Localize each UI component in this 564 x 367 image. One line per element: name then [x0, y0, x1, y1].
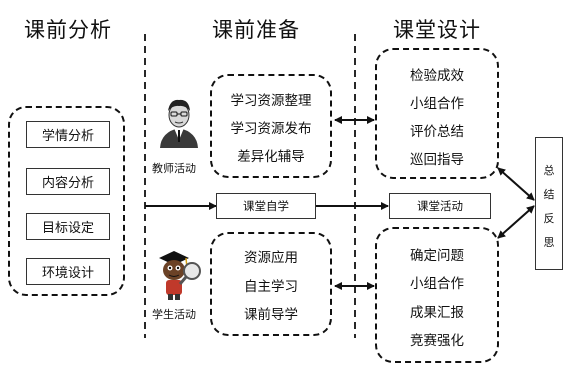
analysis-item-content: 内容分析	[26, 168, 110, 195]
student-avatar-icon	[159, 251, 201, 300]
teacher-prep-item-differentiated: 差异化辅导	[237, 149, 305, 165]
analysis-group	[8, 106, 125, 296]
teacher-avatar-icon	[160, 99, 198, 148]
student-prep-item-apply: 资源应用	[244, 250, 298, 266]
teacher-class-group	[375, 48, 499, 179]
summary-box	[535, 137, 563, 270]
student-class-item-competition: 竞赛强化	[410, 333, 464, 349]
teacher-class-item-group-work: 小组合作	[410, 96, 464, 112]
student-activity-label: 学生活动	[152, 308, 196, 321]
teacher-class-item-check: 检验成效	[410, 68, 464, 84]
teacher-prep-item-organize: 学习资源整理	[230, 93, 312, 109]
heading-pre-class-preparation: 课前准备	[212, 18, 300, 42]
student-prep-group	[210, 232, 332, 336]
class-activity-box: 课堂活动	[389, 193, 491, 219]
student-class-group	[375, 227, 499, 363]
teacher-prep-group	[210, 74, 332, 178]
student-class-item-identify: 确定问题	[410, 248, 464, 264]
arrow-to-summary-top	[497, 167, 535, 201]
analysis-item-environment: 环境设计	[26, 258, 110, 285]
summary-char-1: 总	[543, 164, 555, 177]
heading-pre-class-analysis: 课前分析	[24, 18, 112, 42]
arrow-to-summary-bottom	[497, 205, 535, 239]
student-prep-item-guidance: 课前导学	[244, 307, 298, 323]
heading-classroom-design: 课堂设计	[393, 18, 481, 42]
student-class-item-group-work: 小组合作	[410, 276, 464, 292]
summary-char-3: 反	[543, 212, 555, 225]
summary-char-2: 结	[543, 188, 555, 201]
self-study-box: 课堂自学	[216, 193, 316, 219]
analysis-item-learner: 学情分析	[26, 121, 110, 148]
teacher-prep-item-publish: 学习资源发布	[230, 121, 312, 137]
student-prep-item-self-learning: 自主学习	[244, 279, 298, 295]
teacher-activity-label: 教师活动	[152, 162, 196, 175]
analysis-item-objectives: 目标设定	[26, 213, 110, 240]
teacher-class-item-patrol: 巡回指导	[410, 152, 464, 168]
summary-char-4: 思	[543, 236, 555, 249]
student-class-item-report: 成果汇报	[410, 305, 464, 321]
teacher-class-item-evaluate: 评价总结	[410, 124, 464, 140]
